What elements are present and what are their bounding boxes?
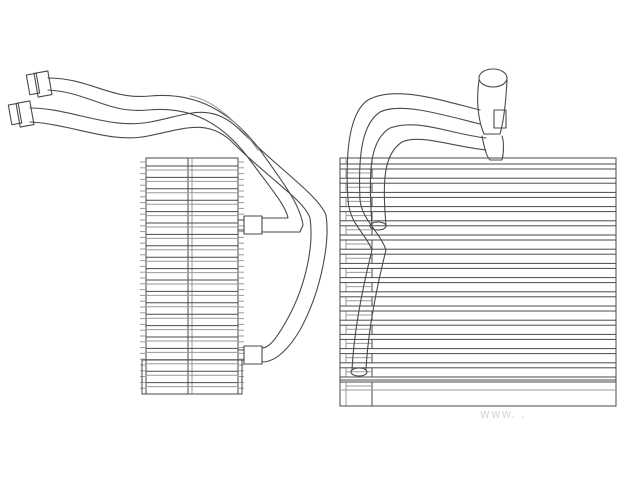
right-fin-bar — [339, 220, 617, 227]
right-fin-bar — [339, 163, 617, 170]
right-fin-bar — [339, 348, 617, 355]
right-fin-bar — [339, 333, 617, 340]
right-fin-bar — [339, 277, 617, 284]
right-elbow-fitting — [477, 68, 508, 161]
lower-core-connector — [237, 345, 263, 365]
right-pipe-assembly — [346, 68, 508, 377]
right-long-pipe — [346, 93, 481, 371]
pipe-end-fitting-upper — [25, 70, 53, 98]
pipe-end-fitting-lower — [7, 100, 35, 128]
left-core-side-ticks — [140, 161, 244, 389]
right-fin-bar — [339, 291, 617, 298]
upper-core-connector — [237, 215, 263, 235]
long-pipe-core-inlet — [350, 367, 368, 377]
watermark: www. . — [480, 407, 526, 421]
right-fin-bar — [339, 248, 617, 255]
left-pipe-assembly — [7, 70, 328, 365]
right-fin-bar — [339, 234, 617, 241]
left-evaporator-side-view — [140, 157, 244, 395]
right-fin-bar — [339, 305, 617, 312]
right-fin-bar — [339, 177, 617, 184]
right-fin-bar — [339, 262, 617, 269]
short-pipe-core-inlet — [369, 221, 387, 231]
right-fin-bar — [339, 206, 617, 213]
right-fin-bar — [339, 362, 617, 369]
left-lower-header — [141, 359, 243, 395]
lower-outlet-pipe — [29, 107, 328, 363]
right-short-pipe — [369, 124, 487, 226]
right-core-fin-bars — [339, 163, 617, 387]
right-fin-bar — [339, 319, 617, 326]
right-bottom-tank — [339, 379, 617, 407]
right-fin-bar — [339, 191, 617, 198]
upper-inlet-pipe — [47, 77, 304, 233]
right-evaporator-front-view — [339, 157, 617, 407]
